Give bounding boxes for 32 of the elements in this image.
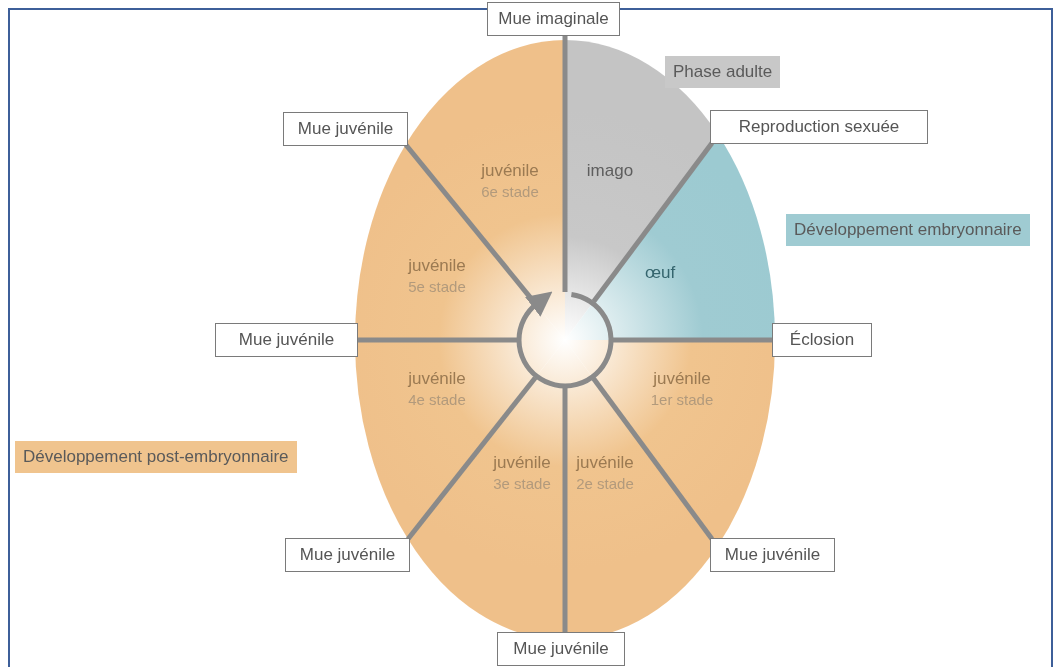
stage-number: 3e stade — [493, 474, 551, 494]
label-box: Mue juvénile — [497, 632, 625, 666]
label-box: Mue imaginale — [487, 2, 620, 36]
divider-line — [562, 388, 568, 633]
label-box: Mue juvénile — [285, 538, 410, 572]
stage-name: juvénile — [408, 255, 466, 276]
legend-label: Phase adulte — [665, 56, 781, 88]
stage-name: juvénile — [481, 160, 539, 181]
stage-number: 1er stade — [650, 390, 714, 410]
stage-name: juvénile — [493, 452, 551, 473]
stage-name: œuf — [644, 262, 676, 283]
stage-name: imago — [586, 160, 634, 181]
divider-line — [591, 141, 714, 304]
divider-line — [562, 36, 568, 292]
legend-label: Développement post-embryonnaire — [15, 441, 297, 473]
label-box: Reproduction sexuée — [710, 110, 928, 144]
divider-line — [357, 337, 517, 343]
divider-line — [406, 376, 538, 541]
stage-number: 6e stade — [481, 182, 539, 202]
label-box: Mue juvénile — [710, 538, 835, 572]
label-box: Éclosion — [772, 323, 872, 357]
stage-name: juvénile — [653, 368, 711, 389]
divider-line — [591, 377, 714, 541]
legend-label: Développement embryonnaire — [786, 214, 1030, 246]
stage-number: 4e stade — [408, 390, 466, 410]
stage-name: juvénile — [576, 452, 634, 473]
label-box: Mue juvénile — [283, 112, 408, 146]
label-box: Mue juvénile — [215, 323, 358, 357]
stage-number: 2e stade — [576, 474, 634, 494]
stage-number: 5e stade — [408, 277, 466, 297]
divider-line — [613, 337, 772, 343]
stage-name: juvénile — [408, 368, 466, 389]
